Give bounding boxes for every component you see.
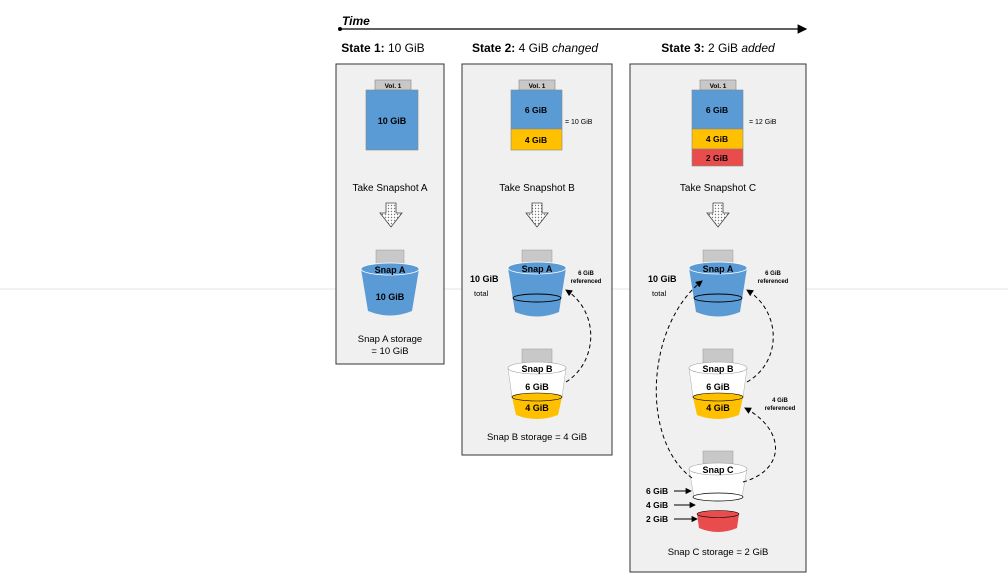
state-2-snap-b-name: Snap B (521, 364, 553, 374)
state-2-snap-b-bucket: Snap B 6 GiB 4 GiB (507, 348, 567, 419)
state-1-volume-segment-label: 10 GiB (378, 116, 407, 126)
state-2-volume-segment-6gib (510, 89, 563, 130)
state-3-snap-b-name: Snap B (702, 364, 734, 374)
state-2-title: State 2: 4 GiB changed (472, 41, 598, 55)
state-3-reference-1-label: referenced (758, 279, 789, 285)
state-2-volume-segment-2-label: 4 GiB (525, 135, 547, 145)
state-3-snap-a-name: Snap A (703, 264, 734, 274)
state-2-snap-b-layer-2: 4 GiB (525, 403, 549, 413)
state-2-volume-segment-1-label: 6 GiB (525, 105, 547, 115)
state-3-snap-b-layer-2: 4 GiB (706, 403, 730, 413)
state-2-snap-a-bucket: Snap A (507, 249, 567, 317)
state-2-storage: Snap B storage = 4 GiB (487, 432, 587, 443)
state-1-volume-segment-10gib (365, 89, 419, 151)
state-3-snap-c-label-4gib: 4 GiB (646, 500, 668, 510)
state-3-reference-2-value: 4 GiB (772, 398, 788, 404)
state-2-volume-segment-4gib (510, 128, 563, 151)
state-3-title: State 3: 2 GiB added (661, 41, 775, 55)
state-2-snap-b-layer-1: 6 GiB (525, 382, 549, 392)
state-3-snap-b-bucket: Snap B 6 GiB 4 GiB (688, 348, 748, 419)
state-3-volume-segment-2gib (691, 148, 744, 167)
time-label: Time (342, 14, 370, 28)
state-1-down-arrow (379, 202, 403, 228)
state-3-reference-1-value: 6 GiB (765, 271, 781, 277)
state-1-storage-line-2: = 10 GiB (371, 346, 408, 357)
state-1-title: State 1: 10 GiB (341, 41, 424, 55)
state-1-snap-a-layer: 10 GiB (376, 292, 405, 302)
state-3-snap-c-bucket: Snap C (688, 450, 748, 532)
state-3-side-total-value: 10 GiB (648, 274, 677, 284)
state-3-snap-c-to-a-arrow (655, 280, 703, 479)
state-3-action: Take Snapshot C (680, 183, 756, 194)
state-3-snap-c-to-b-arrow (742, 407, 776, 483)
state-3-snap-a-bucket: Snap A (688, 249, 748, 317)
state-3-reference-2-label: referenced (765, 406, 796, 412)
state-3-volume-segment-2-label: 4 GiB (706, 134, 728, 144)
state-1-snap-a-name: Snap A (375, 265, 406, 275)
state-1-volume-label: Vol. 1 (385, 83, 402, 90)
time-arrow-origin (338, 27, 342, 31)
state-2-down-arrow (525, 202, 549, 228)
state-3-volume-total: = 12 GiB (749, 119, 777, 126)
state-3-volume-label: Vol. 1 (710, 83, 727, 90)
state-2-volume: Vol. 1 6 GiB 4 GiB = 10 GiB (510, 79, 593, 151)
state-3-side-total-label: total (652, 289, 667, 298)
state-2-reference-value: 6 GiB (578, 271, 594, 277)
state-3-snap-c-label-6gib: 6 GiB (646, 486, 668, 496)
state-2-volume-label: Vol. 1 (529, 83, 546, 90)
state-1-storage-line-1: Snap A storage (358, 334, 422, 345)
state-1-action: Take Snapshot A (352, 183, 427, 194)
state-2-snap-a-name: Snap A (522, 264, 553, 274)
state-3-volume-segment-3-label: 2 GiB (706, 153, 728, 163)
state-3-snap-b-layer-1: 6 GiB (706, 382, 730, 392)
state-1-snap-a-bucket: Snap A 10 GiB (360, 249, 420, 316)
state-3-volume-segment-6gib (691, 89, 744, 130)
state-2-reference-label: referenced (571, 279, 602, 285)
state-2-action: Take Snapshot B (499, 183, 575, 194)
state-1-volume: Vol. 1 10 GiB (365, 79, 419, 151)
state-3-down-arrow (706, 202, 730, 228)
state-3-volume: Vol. 1 6 GiB 4 GiB 2 GiB = 12 GiB (691, 79, 777, 167)
state-2-volume-total: = 10 GiB (565, 119, 593, 126)
state-3-storage: Snap C storage = 2 GiB (668, 547, 769, 558)
state-2-side-total-value: 10 GiB (470, 274, 499, 284)
state-2-side-total-label: total (474, 289, 489, 298)
state-3-volume-segment-1-label: 6 GiB (706, 105, 728, 115)
state-3-snap-c-name: Snap C (702, 465, 734, 475)
state-3-snap-c-label-2gib: 2 GiB (646, 514, 668, 524)
